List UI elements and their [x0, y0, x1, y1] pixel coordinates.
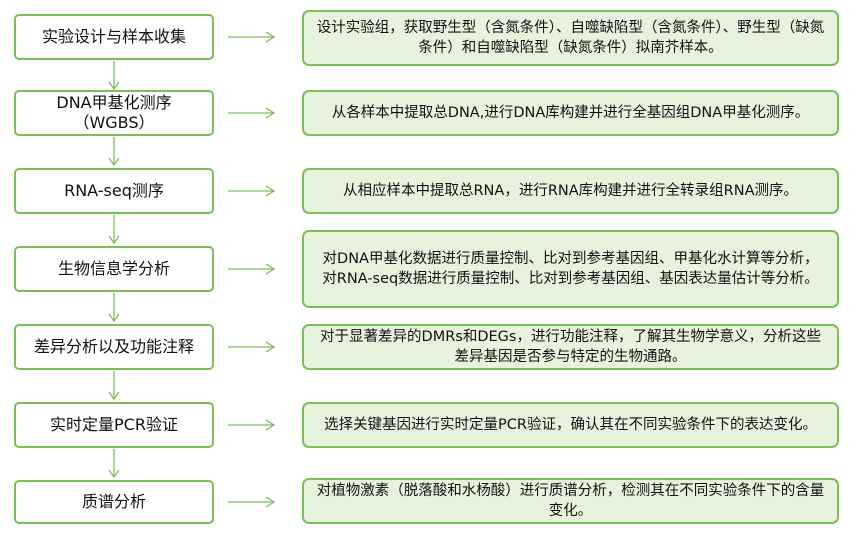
step-rna-seq: RNA-seq测序 — [14, 168, 214, 214]
step-dna-methylation-sequencing: DNA甲基化测序（WGBS） — [14, 90, 214, 136]
arrow-right-icon — [228, 107, 276, 119]
desc-qpcr-validation: 选择关键基因进行实时定量PCR验证，确认其在不同实验条件下的表达变化。 — [302, 402, 839, 448]
arrow-right-icon — [228, 341, 276, 353]
arrow-down-icon — [108, 137, 120, 167]
step-qpcr-validation: 实时定量PCR验证 — [14, 402, 214, 448]
arrow-down-icon — [108, 449, 120, 479]
arrow-right-icon — [228, 185, 276, 197]
desc-mass-spectrometry: 对植物激素（脱落酸和水杨酸）进行质谱分析，检测其在不同实验条件下的含量变化。 — [302, 478, 839, 524]
desc-rna-seq: 从相应样本中提取总RNA，进行RNA库构建并进行全转录组RNA测序。 — [302, 168, 839, 214]
arrow-down-icon — [108, 293, 120, 323]
arrow-down-icon — [108, 61, 120, 91]
desc-bioinformatics-analysis: 对DNA甲基化数据进行质量控制、比对到参考基因组、甲基化水计算等分析，对RNA-… — [302, 230, 839, 308]
arrow-right-icon — [228, 31, 276, 43]
desc-differential-analysis: 对于显著差异的DMRs和DEGs，进行功能注释，了解其生物学意义，分析这些差异基… — [302, 324, 839, 370]
desc-experiment-design: 设计实验组，获取野生型（含氮条件）、自噬缺陷型（含氮条件）、野生型（缺氮条件）和… — [302, 10, 839, 66]
step-experiment-design: 实验设计与样本收集 — [14, 14, 214, 60]
arrow-right-icon — [228, 263, 276, 275]
step-bioinformatics-analysis: 生物信息学分析 — [14, 246, 214, 292]
arrow-down-icon — [108, 371, 120, 401]
desc-dna-methylation-sequencing: 从各样本中提取总DNA,进行DNA库构建并进行全基因组DNA甲基化测序。 — [302, 90, 839, 136]
arrow-right-icon — [228, 496, 276, 508]
arrow-right-icon — [228, 419, 276, 431]
step-differential-analysis: 差异分析以及功能注释 — [14, 324, 214, 370]
step-mass-spectrometry: 质谱分析 — [14, 480, 214, 524]
arrow-down-icon — [108, 215, 120, 245]
